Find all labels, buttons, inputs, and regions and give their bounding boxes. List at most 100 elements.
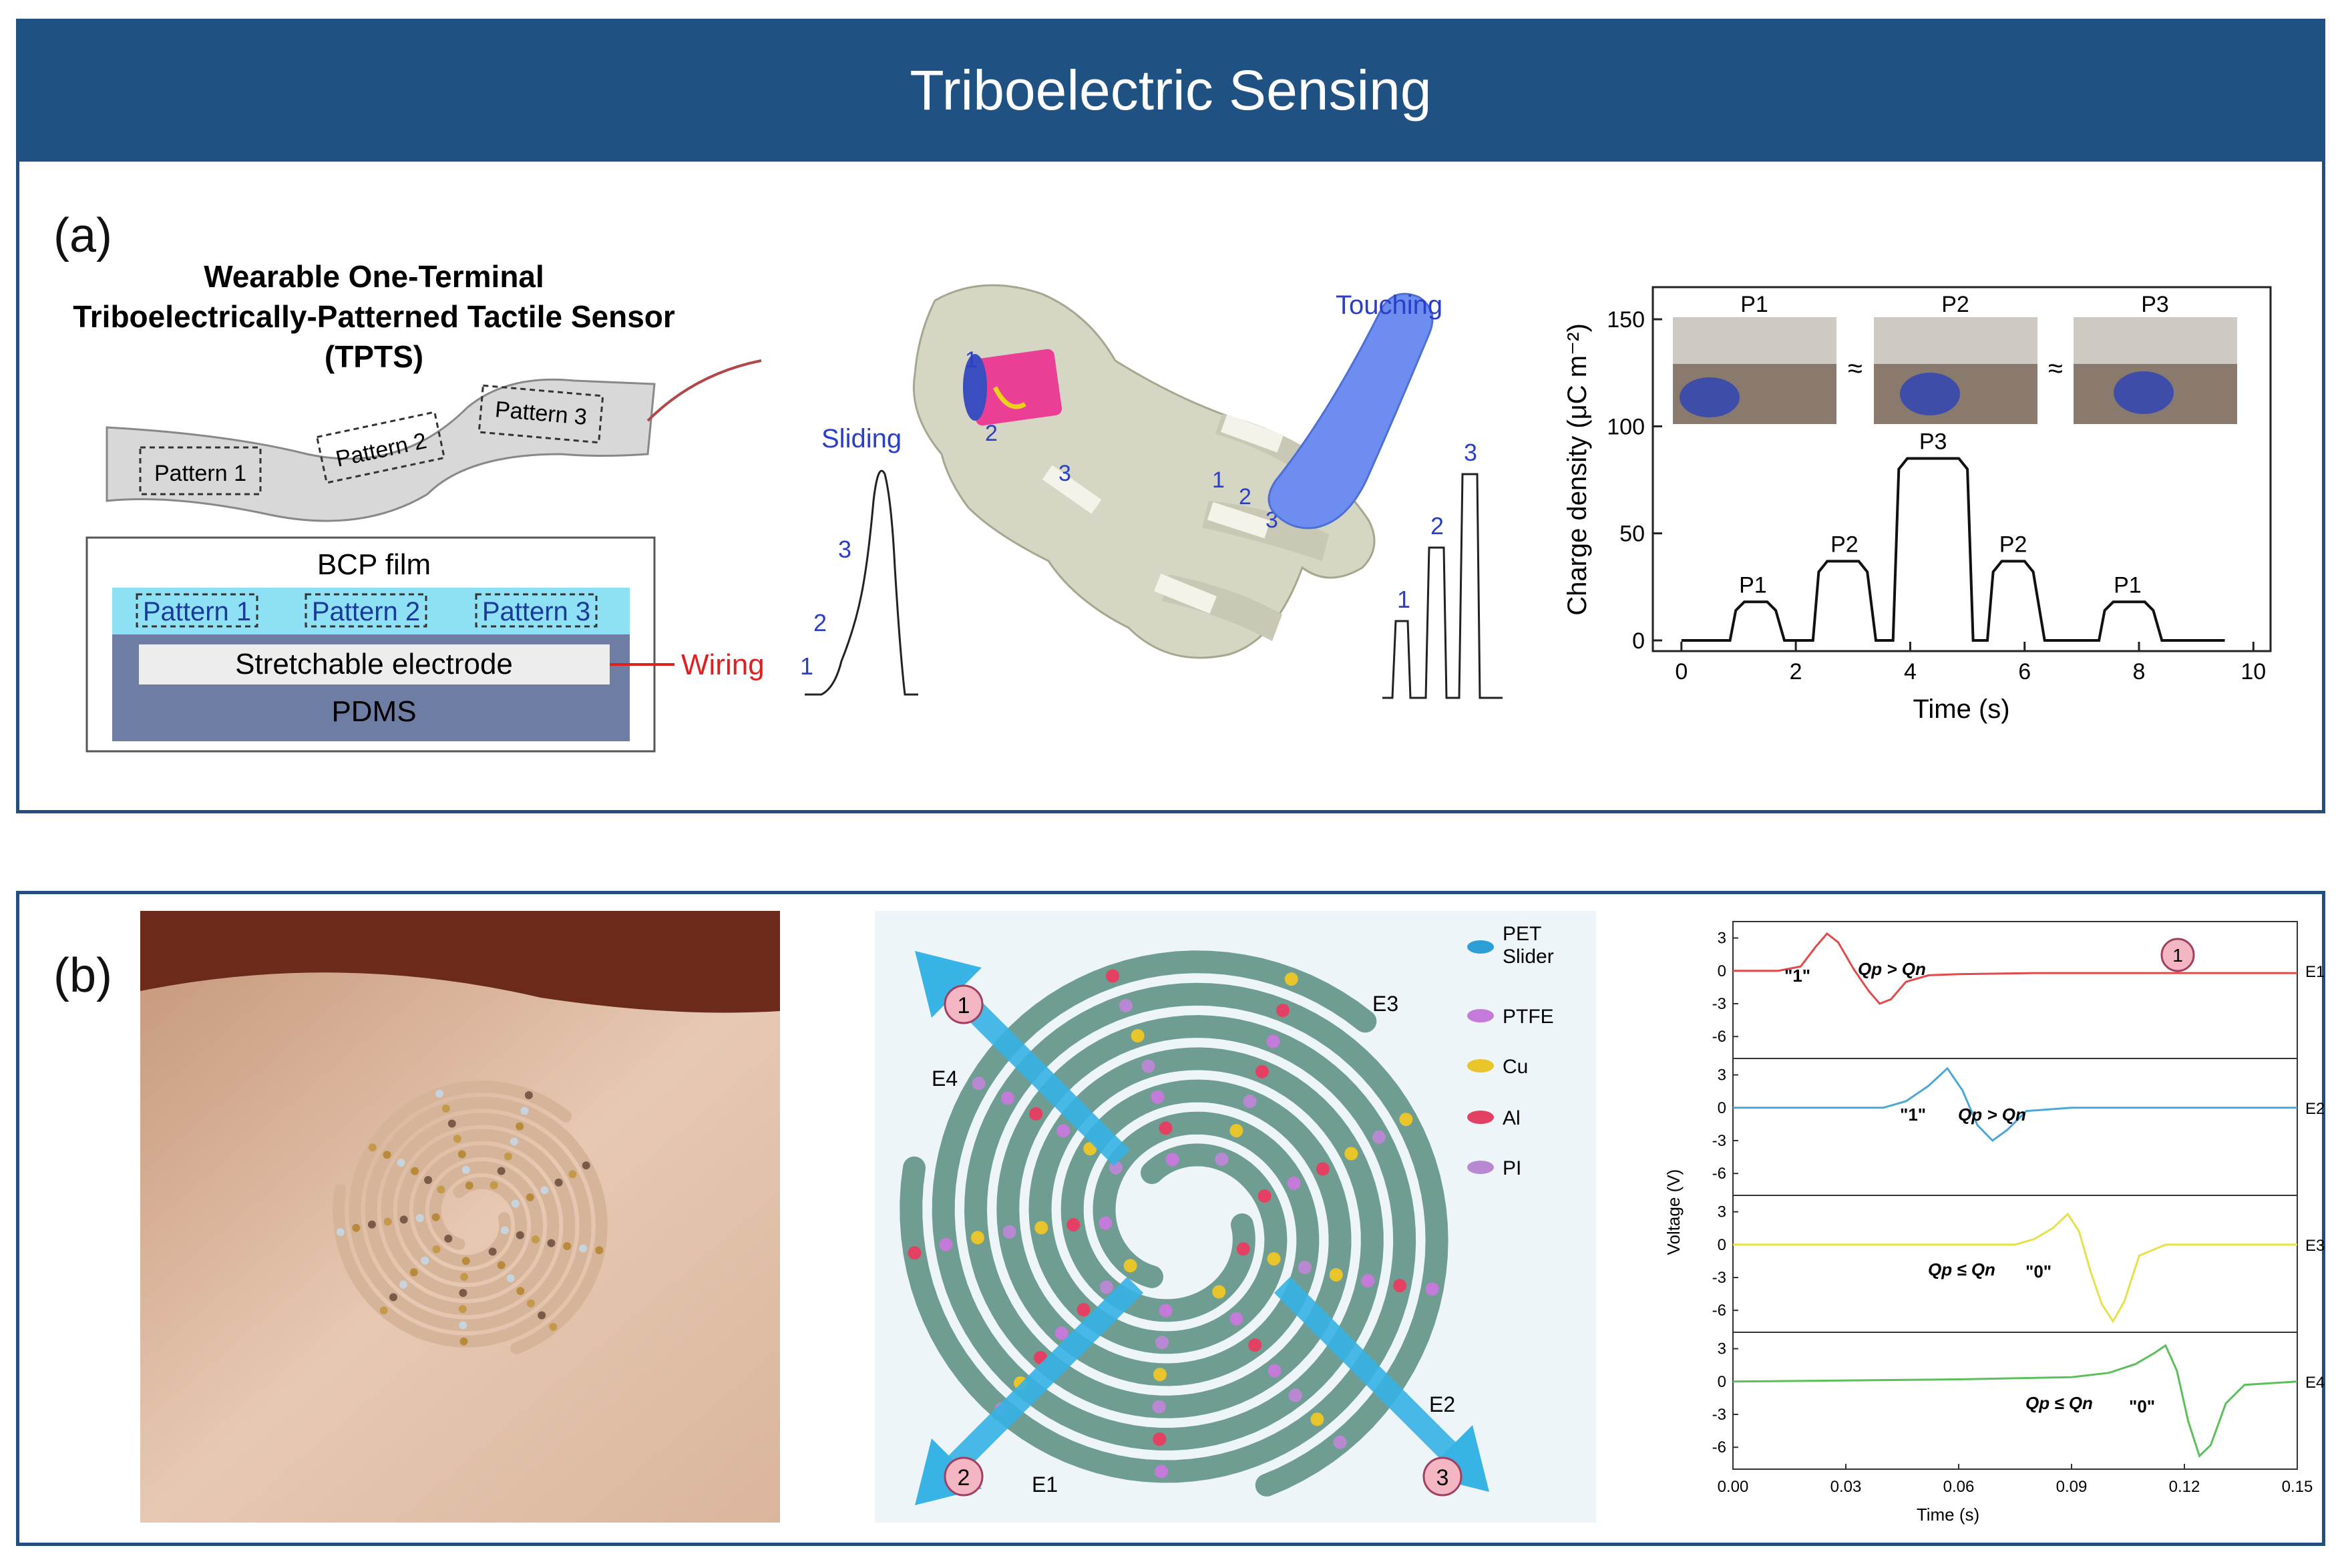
- voltage-series-line: [1733, 1066, 2297, 1142]
- voltage-ytick-label: 3: [1718, 1340, 1726, 1358]
- charge-xtick-label: 6: [2018, 659, 2031, 684]
- spiral-dot: [1393, 1279, 1407, 1293]
- spiral-dot: [431, 1213, 440, 1221]
- spiral-dot: [1034, 1221, 1048, 1235]
- voltage-series-name: E3: [2305, 1237, 2325, 1255]
- hand-marker-1: 1: [965, 347, 978, 373]
- spiral-dot: [389, 1293, 397, 1302]
- finger-pad-3: [1154, 574, 1217, 614]
- photo-p1: [1673, 317, 1836, 424]
- electrode-label: Stretchable electrode: [235, 648, 513, 680]
- spiral-dot: [459, 1289, 467, 1298]
- spiral-dot: [465, 1181, 473, 1190]
- page-title: Triboelectric Sensing: [910, 59, 1432, 122]
- voltage-subplot-frame: [1732, 1058, 2298, 1196]
- photo-p1-top: [1673, 317, 1836, 364]
- voltage-ytick-label: 0: [1718, 1099, 1726, 1117]
- legend-swatch-cu: [1467, 1059, 1494, 1072]
- spiral-dot: [524, 1091, 533, 1099]
- spiral-dot: [397, 1159, 405, 1167]
- spiral-dot: [1284, 972, 1298, 986]
- spiral-dot: [1000, 1091, 1014, 1105]
- spiral-dot: [1248, 1338, 1262, 1352]
- spiral-dot: [1119, 998, 1133, 1012]
- tpts-sensor-diagram: Wearable One-Terminal Triboelectrically-…: [73, 259, 765, 753]
- spiral-track: [365, 1097, 608, 1354]
- voltage-xtick-label: 0.12: [2169, 1478, 2200, 1496]
- charge-ytick-label: 150: [1607, 307, 1645, 333]
- spiral-dot: [1266, 1034, 1280, 1048]
- voltage-ytick-label: 0: [1718, 1236, 1726, 1254]
- spiral-dot: [1054, 1326, 1068, 1340]
- sliding-label: Sliding: [821, 424, 902, 453]
- spiral-dot: [1056, 1124, 1070, 1138]
- spiral-dot: [516, 1287, 525, 1296]
- spiral-dot: [516, 1122, 524, 1131]
- spiral-dot: [367, 1220, 376, 1229]
- voltage-ytick-label: -6: [1712, 1028, 1726, 1046]
- voltage-xtick-label: 0.15: [2282, 1478, 2313, 1496]
- voltage-subplot-frame: [1732, 921, 2298, 1059]
- voltage-ytick-label: -3: [1712, 1132, 1726, 1150]
- wave-ann-4: Qp > Qn: [1958, 1105, 2026, 1125]
- spiral-dot: [526, 1299, 535, 1308]
- panel-a-label: (a): [53, 209, 112, 262]
- spiral-dot: [520, 1107, 529, 1115]
- charge-xtick-label: 8: [2133, 659, 2146, 684]
- spiral-dot: [1399, 1113, 1413, 1127]
- photo-spiral-sensor: [333, 1081, 608, 1354]
- voltage-subplot-frame: [1732, 1195, 2298, 1333]
- voltage-series-name: E2: [2305, 1100, 2325, 1118]
- wave-ann-7: Qp ≤ Qn: [2025, 1393, 2093, 1413]
- spiral-dot: [421, 1256, 429, 1265]
- panel-b: [16, 891, 2325, 1546]
- legend-label-al: Al: [1503, 1107, 1521, 1129]
- circle-marker-3-text: 3: [1436, 1465, 1449, 1491]
- spiral-dot: [1212, 1285, 1226, 1299]
- charge-point-label: P1: [1739, 572, 1767, 598]
- touch-level-2: 2: [1430, 512, 1444, 540]
- charge-ylabel: Charge density (μC m⁻²): [1563, 323, 1592, 616]
- spiral-dot: [458, 1305, 467, 1314]
- spiral-dot: [1159, 1304, 1173, 1318]
- spiral-dot: [568, 1170, 577, 1179]
- voltage-ylabel: Voltage (V): [1664, 1169, 1684, 1255]
- voltage-series-name: E4: [2305, 1374, 2325, 1392]
- charge-ytick-label: 100: [1607, 414, 1645, 439]
- touching-signal: [1382, 473, 1503, 699]
- spiral-dot: [1310, 1412, 1324, 1426]
- spiral-dot: [459, 1337, 468, 1346]
- spiral-dot: [1106, 969, 1119, 983]
- strip-wire: [646, 359, 762, 422]
- voltage-ytick-label: -6: [1712, 1438, 1726, 1456]
- photo-p2-glove: [1900, 373, 1960, 415]
- legend-label-pet-2: Slider: [1503, 946, 1554, 968]
- photo-p2: [1874, 317, 2037, 424]
- spiral-legend: PET Slider PTFE Cu Al PI: [1467, 923, 1554, 1179]
- spiral-dot: [1344, 1147, 1358, 1161]
- sliding-signal: [805, 469, 918, 696]
- spiral-dot: [497, 1261, 506, 1269]
- photo-label-p1: P1: [1740, 292, 1768, 317]
- layer-pattern-2-box: [305, 593, 427, 628]
- approx-symbol-2: ≈: [2048, 354, 2063, 383]
- voltage-ytick-label: -6: [1712, 1165, 1726, 1183]
- circle-marker-1-text: 1: [958, 993, 970, 1018]
- electrode-label-e3: E3: [1372, 992, 1398, 1016]
- spiral-dot: [1361, 1274, 1375, 1288]
- finger-pad-1: [1220, 414, 1284, 453]
- spiral-dot: [1316, 1162, 1330, 1176]
- legend-swatch-al: [1467, 1111, 1494, 1124]
- charge-point-label: P3: [1919, 429, 1947, 454]
- spiral-dot: [1329, 1268, 1343, 1282]
- circle-marker-2: [944, 1456, 984, 1497]
- voltage-ytick-label: 0: [1718, 962, 1726, 980]
- spiral-dot: [1267, 1252, 1281, 1266]
- spiral-dot: [540, 1186, 549, 1195]
- voltage-xtick-label: 0.09: [2056, 1478, 2088, 1496]
- spiral-dot: [437, 1185, 445, 1194]
- spiral-dot: [1002, 1225, 1016, 1239]
- spiral-track: [932, 950, 1384, 1450]
